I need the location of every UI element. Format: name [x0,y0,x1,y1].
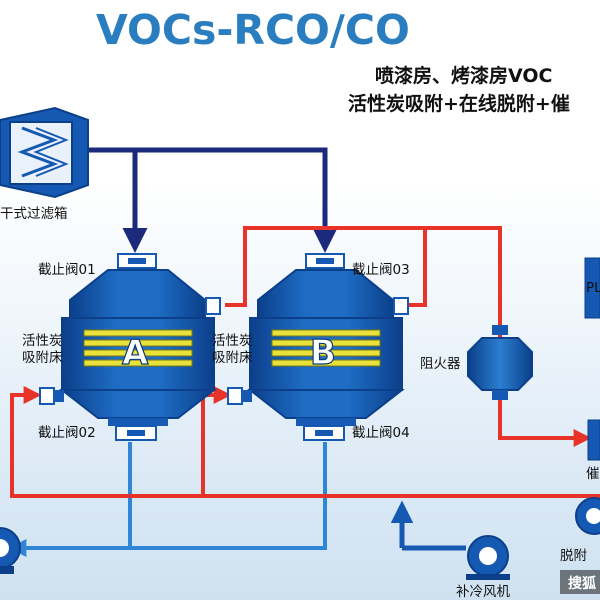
carbon-layer [83,359,193,367]
watermark-bg [560,570,600,594]
carbon-layer [271,329,381,337]
bed-a-label-line1: 活性炭 [22,333,63,349]
exhaust-fan [0,527,21,574]
carbon-layer [271,359,381,367]
dry-filter-label: 干式过滤箱 [0,206,68,222]
hot-air-return-b [201,386,232,496]
carbon-layer [271,349,381,357]
bed-a-letter: A [122,333,149,373]
flame-arrester [467,325,533,400]
inlet-pipe-to-b [88,147,338,253]
watermark: 搜狐 [568,575,596,592]
desorption-pipe-a-out [225,226,592,447]
bed-b-label-line1: 活性炭 [212,333,253,349]
desorption-partial-label: 脱附 [560,548,587,564]
exhaust-pipe-b [130,442,327,550]
exhaust-pipes [8,442,327,557]
pl-partial-label: PL [586,280,600,296]
dry-filter-box [0,106,89,199]
cold-fan-label: 补冷风机 [456,584,510,600]
carbon-layer [83,349,193,357]
adsorption-bed-b [227,253,409,441]
carbon-layer [271,339,381,347]
adsorption-bed-a [39,253,221,441]
bed-b-label-line2: 吸附床 [212,350,253,366]
right-equipment-partial [584,257,600,461]
bed-b-letter: B [310,333,336,373]
inlet-pipes [88,147,338,253]
subtitle-line-2: 活性炭吸附+在线脱附+催 [348,92,570,115]
valve04-label: 截止阀04 [352,425,410,441]
valve03-label: 截止阀03 [352,262,410,278]
cold-air-fan [390,500,510,580]
hot-air-return-a [10,386,600,498]
valve01-label: 截止阀01 [38,262,96,278]
valve02-label: 截止阀02 [38,425,96,441]
desorption-fan [575,497,600,535]
carbon-layer [83,339,193,347]
diagram-title: VOCs-RCO/CO [96,6,410,54]
flame-arrester-label: 阻火器 [420,356,461,372]
carbon-layer [83,329,193,337]
bed-a-label-line2: 吸附床 [22,350,63,366]
subtitle-line-1: 喷漆房、烤漆房VOC [375,64,552,87]
catalytic-partial-label: 催 [586,466,600,482]
desorption-pipe-b-out [405,228,427,307]
